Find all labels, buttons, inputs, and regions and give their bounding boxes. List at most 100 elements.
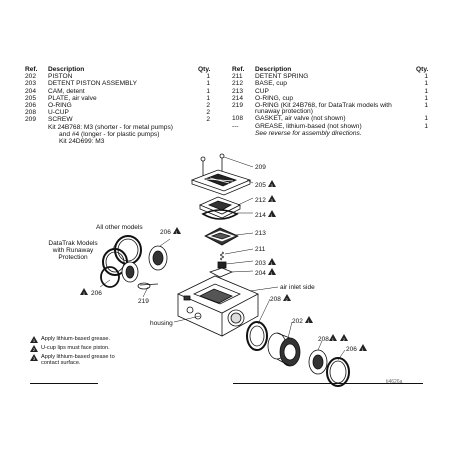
part-row: 108 GASKET, air valve (not shown) 1 — [232, 115, 428, 122]
part-row: --- GREASE, lithium-based (not shown) 1 — [232, 123, 428, 130]
callout-205: 205 3 — [255, 180, 279, 189]
drawing-code: ti4626a — [386, 379, 403, 385]
header-qty: Qty. — [416, 66, 429, 73]
part-qty: 1 — [424, 122, 428, 130]
part-desc: O-RING (Kit 24B768, for DataTrak models … — [255, 102, 392, 110]
part-qty: 1 — [424, 73, 428, 81]
table-header: Ref. Description Qty. — [232, 66, 428, 73]
part-desc: U-CUP — [48, 109, 69, 117]
u-cup-208-icon — [308, 349, 328, 375]
part-desc: GASKET, air valve (not shown) — [255, 115, 346, 123]
note-1-triangle-icon: 1 — [267, 210, 276, 218]
part-desc: DETENT SPRING — [255, 73, 309, 81]
screw-kit-line: Kit 24B768: M3 (shorter - for metal pump… — [48, 123, 173, 131]
part-ref: 208 — [25, 109, 37, 117]
note-1-triangle-icon: 1 — [358, 344, 367, 352]
datatrak-line: DataTrak Models — [48, 240, 98, 247]
callout-208-top: 208 2 — [270, 294, 294, 303]
callout-206-right: 206 1 — [346, 344, 370, 353]
detent-cam-icon — [208, 267, 234, 278]
part-qty: 1 — [424, 115, 428, 123]
note-2-triangle-icon: 2 — [339, 334, 348, 342]
note-1-triangle-icon: 1 — [30, 336, 38, 343]
housing-icon — [177, 275, 259, 337]
notes-legend: 1 Apply lithium-based grease. 2 U-cup li… — [30, 336, 115, 368]
datatrak-label: DataTrak Models with Runaway Protection — [40, 240, 106, 261]
piston-202-icon — [267, 332, 301, 367]
callout-206-num: 206 — [160, 229, 171, 236]
part-qty: 1 — [424, 102, 428, 110]
part-row: 209 SCREW 2 — [25, 116, 210, 123]
part-desc: PLATE, air valve — [48, 94, 97, 102]
callout-219: 219 — [138, 298, 149, 305]
part-ref: 108 — [232, 115, 244, 123]
part-desc: BASE, cup — [255, 80, 287, 88]
header-qty: Qty. — [198, 66, 211, 73]
table-header: Ref. Description Qty. — [25, 66, 210, 73]
part-row: 211 DETENT SPRING 1 — [232, 73, 428, 80]
note-1-triangle-icon: 1 — [328, 334, 337, 342]
legend-item: 1 Apply lithium-based grease. — [30, 336, 115, 343]
part-desc: SCREW — [48, 116, 73, 124]
part-row: 206 O-RING 2 — [25, 102, 210, 109]
bottom-rule-left — [30, 383, 98, 384]
legend-item: 2 U-cup lips must face piston. — [30, 345, 115, 352]
datatrak-line: with Runaway — [52, 247, 94, 254]
part-ref: 209 — [25, 116, 37, 124]
callout-211: 211 — [255, 246, 266, 253]
part-qty: 1 — [424, 80, 428, 88]
screw-kit-line: Kit 24D699: M3 — [59, 138, 105, 146]
note-1-triangle-icon: 1 — [267, 268, 276, 276]
reverse-note: See reverse for assembly directions. — [255, 129, 362, 137]
note-1-triangle-icon: 1 — [172, 227, 181, 235]
callout-205-num: 205 — [255, 182, 266, 189]
parts-table-right: Ref. Description Qty. 211 DETENT SPRING … — [232, 66, 428, 137]
note-2-triangle-icon: 2 — [30, 345, 38, 352]
note-1-triangle-icon: 1 — [80, 288, 88, 296]
part-qty: 1 — [206, 94, 210, 102]
cup-oring-icon — [201, 209, 239, 220]
part-row: 214 O-RING, cup 1 — [232, 95, 428, 102]
header-ref: Ref. — [25, 66, 38, 73]
part-desc: DETENT PISTON ASSEMBLY — [48, 80, 138, 88]
part-row: 205 PLATE, air valve 1 — [25, 95, 210, 102]
header-ref: Ref. — [232, 66, 245, 73]
part-row: 212 BASE, cup 1 — [232, 80, 428, 87]
callout-204-num: 204 — [255, 270, 266, 277]
callout-214-num: 214 — [255, 212, 266, 219]
part-desc: GREASE, lithium-based (not shown) — [255, 122, 362, 130]
part-qty: 1 — [424, 94, 428, 102]
header-description: Description — [48, 66, 85, 73]
part-qty: 2 — [206, 109, 210, 117]
oring-206-right-icon — [326, 357, 350, 387]
callout-202-num: 202 — [292, 318, 303, 325]
callout-212-num: 212 — [255, 197, 266, 204]
cup-icon — [204, 227, 239, 246]
callout-213: 213 — [255, 230, 266, 237]
note-3-triangle-icon: 3 — [267, 180, 276, 188]
note-1-triangle-icon: 1 — [304, 316, 313, 324]
part-qty: 1 — [206, 73, 210, 81]
part-row: 219 O-RING (Kit 24B768, for DataTrak mod… — [232, 102, 428, 109]
part-desc: CUP — [255, 87, 269, 95]
oring-219-icon — [100, 266, 159, 290]
note-1-triangle-icon: 1 — [267, 258, 276, 266]
callout-206-top: 206 1 — [160, 227, 184, 236]
u-cup-left-icon — [121, 245, 168, 283]
part-desc: PISTON — [48, 73, 73, 81]
part-qty: 2 — [206, 116, 210, 124]
callout-209: 209 — [255, 164, 266, 171]
housing-label: housing — [150, 320, 173, 327]
part-ref: 212 — [232, 80, 244, 88]
header-description: Description — [255, 66, 292, 73]
all-other-models-label: All other models — [96, 224, 143, 231]
part-desc: CAM, detent — [48, 87, 85, 95]
callout-203: 203 1 — [255, 258, 279, 267]
part-ref: 211 — [232, 73, 243, 81]
part-ref: 214 — [232, 94, 244, 102]
detent-spring-icon — [220, 251, 224, 261]
